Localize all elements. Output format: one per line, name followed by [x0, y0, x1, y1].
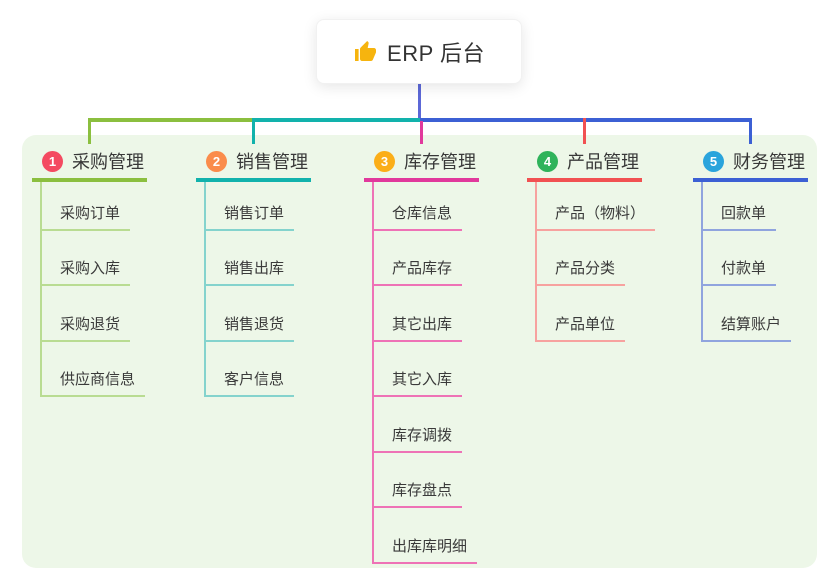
branch-header[interactable]: 4 产品管理 — [527, 145, 677, 177]
branch-number-badge: 4 — [537, 150, 558, 172]
branch-label: 库存管理 — [404, 152, 476, 172]
branches-background-panel — [22, 135, 817, 568]
branch-2: 2 销售管理 销售订单销售出库销售退货客户信息 — [196, 145, 346, 397]
child-node-label: 仓库信息 — [392, 204, 453, 222]
child-node-label: 付款单 — [721, 260, 767, 277]
child-node-label: 其它入库 — [392, 371, 453, 388]
child-node-label: 产品（物料） — [555, 204, 646, 222]
branch-3: 3 库存管理 仓库信息产品库存其它出库其它入库库存调拨库存盘点出库库明细 — [364, 145, 514, 564]
child-node-label: 产品库存 — [392, 260, 453, 277]
child-node-label: 库存调拨 — [392, 426, 453, 444]
child-node-label: 采购入库 — [60, 260, 121, 277]
child-node-label: 销售订单 — [224, 204, 285, 222]
child-node[interactable]: 结算账户 — [703, 286, 792, 342]
child-node[interactable]: 库存盘点 — [374, 453, 463, 508]
branch-children: 回款单付款单结算账户 — [701, 181, 839, 342]
root-node[interactable]: ERP 后台 — [316, 19, 522, 84]
bus-line-sales — [251, 118, 422, 122]
branch-underline — [364, 178, 479, 182]
bus-line-purchase — [87, 118, 254, 122]
branch-label: 销售管理 — [236, 152, 308, 172]
child-node[interactable]: 采购入库 — [42, 231, 131, 286]
drop-line-inventory — [419, 120, 423, 144]
child-node-label: 其它出库 — [392, 315, 453, 333]
child-node[interactable]: 产品单位 — [537, 286, 626, 342]
child-node[interactable]: 产品分类 — [537, 231, 626, 286]
child-node-label: 产品单位 — [555, 315, 616, 333]
child-node-label: 供应商信息 — [60, 371, 136, 388]
child-node[interactable]: 供应商信息 — [42, 342, 146, 397]
child-node[interactable]: 销售出库 — [206, 231, 295, 286]
child-node[interactable]: 客户信息 — [206, 342, 295, 397]
branch-children: 采购订单采购入库采购退货供应商信息 — [40, 181, 182, 397]
child-node[interactable]: 付款单 — [703, 231, 777, 286]
branch-children: 销售订单销售出库销售退货客户信息 — [204, 181, 346, 397]
branch-number-badge: 1 — [42, 150, 63, 172]
drop-line-finance — [748, 118, 752, 144]
child-node[interactable]: 采购订单 — [42, 182, 131, 231]
child-node-label: 回款单 — [721, 204, 767, 222]
branch-header[interactable]: 3 库存管理 — [364, 145, 514, 177]
child-node-label: 产品分类 — [555, 260, 616, 277]
drop-line-product — [582, 118, 586, 144]
branch-header[interactable]: 5 财务管理 — [693, 145, 839, 177]
branch-underline — [32, 178, 147, 182]
root-connector-line — [417, 84, 421, 122]
branch-label: 财务管理 — [733, 152, 805, 172]
branch-number-badge: 5 — [703, 150, 724, 172]
child-node[interactable]: 库存调拨 — [374, 397, 463, 453]
child-node-label: 采购退货 — [60, 315, 121, 333]
child-node-label: 采购订单 — [60, 204, 121, 222]
child-node-label: 出库库明细 — [392, 537, 468, 555]
branch-label: 产品管理 — [567, 152, 639, 172]
branch-1: 1 采购管理 采购订单采购入库采购退货供应商信息 — [32, 145, 182, 397]
child-node[interactable]: 采购退货 — [42, 286, 131, 342]
branch-4: 4 产品管理 产品（物料） 产品分类产品单位 — [527, 145, 677, 342]
branch-underline — [693, 178, 808, 182]
child-node-label: 结算账户 — [721, 315, 782, 333]
drop-line-purchase — [87, 118, 91, 144]
child-node[interactable]: 其它出库 — [374, 286, 463, 342]
child-node-label: 库存盘点 — [392, 482, 453, 499]
branch-number-badge: 3 — [374, 150, 395, 172]
child-node[interactable]: 产品库存 — [374, 231, 463, 286]
child-node-label: 销售出库 — [224, 260, 285, 277]
child-node[interactable]: 销售订单 — [206, 182, 295, 231]
drop-line-sales — [251, 118, 255, 144]
branch-underline — [196, 178, 311, 182]
branch-header[interactable]: 2 销售管理 — [196, 145, 346, 177]
root-title: ERP 后台 — [387, 40, 485, 66]
child-node[interactable]: 产品（物料） — [537, 182, 656, 231]
child-node[interactable]: 其它入库 — [374, 342, 463, 397]
branch-label: 采购管理 — [72, 152, 144, 172]
child-node-label: 客户信息 — [224, 371, 285, 388]
child-node[interactable]: 销售退货 — [206, 286, 295, 342]
branch-5: 5 财务管理 回款单付款单结算账户 — [693, 145, 839, 342]
thumbs-up-icon — [353, 40, 377, 64]
child-node[interactable]: 回款单 — [703, 182, 777, 231]
branch-number-badge: 2 — [206, 150, 227, 172]
branch-header[interactable]: 1 采购管理 — [32, 145, 182, 177]
branch-underline — [527, 178, 642, 182]
child-node[interactable]: 仓库信息 — [374, 182, 463, 231]
branch-children: 产品（物料） 产品分类产品单位 — [535, 181, 677, 342]
child-node[interactable]: 出库库明细 — [374, 508, 478, 564]
child-node-label: 销售退货 — [224, 315, 285, 333]
branch-children: 仓库信息产品库存其它出库其它入库库存调拨库存盘点出库库明细 — [372, 181, 514, 564]
